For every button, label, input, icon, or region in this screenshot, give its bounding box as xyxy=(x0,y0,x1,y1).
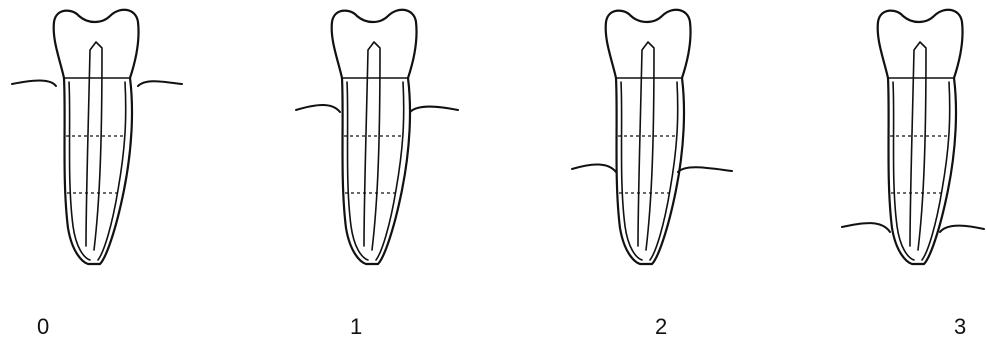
tooth-stage-2 xyxy=(572,10,732,264)
gingiva-line-stage-3 xyxy=(842,223,984,232)
tooth-stage-1 xyxy=(296,10,458,264)
tooth-stage-3 xyxy=(842,10,984,264)
gingiva-line-stage-1 xyxy=(296,105,458,112)
stage-label-0: 0 xyxy=(37,316,49,338)
gingiva-line-stage-0 xyxy=(12,81,182,87)
stage-label-3: 3 xyxy=(954,316,966,338)
stage-label-2: 2 xyxy=(655,316,667,338)
tooth-stage-0 xyxy=(12,10,182,264)
stage-label-1: 1 xyxy=(350,316,362,338)
